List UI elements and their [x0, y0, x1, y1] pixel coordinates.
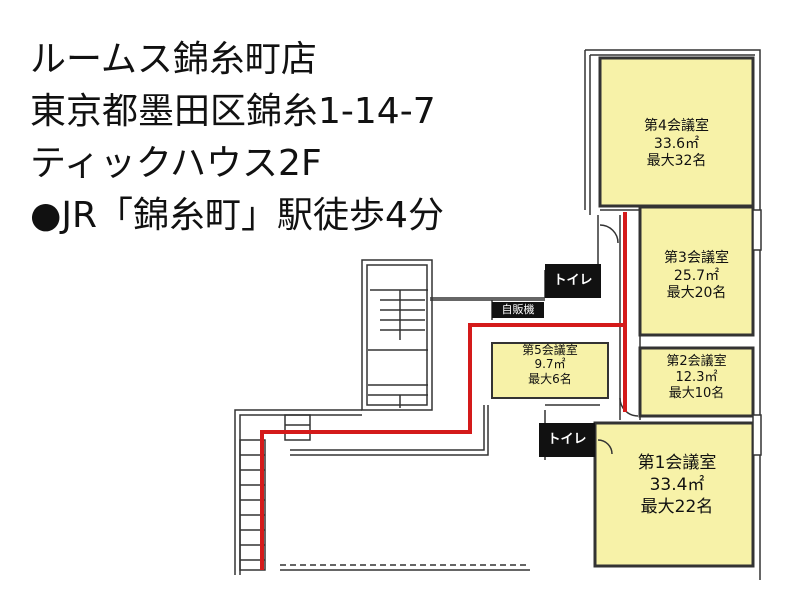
room-3-capacity: 最大20名 [666, 285, 727, 301]
room-1-area-text: 33.4㎡ [649, 475, 705, 496]
room-5-area[interactable] [491, 342, 609, 399]
store-name: ルームス錦糸町店 [30, 39, 317, 80]
room-2-area[interactable] [638, 346, 755, 418]
room-4-label: 第4会議室 33.6㎡ 最大32名 [600, 118, 753, 171]
room-3-area[interactable] [638, 205, 755, 337]
room-4-capacity: 最大32名 [646, 153, 707, 169]
building-floor: ティックハウス2F [30, 143, 322, 184]
room-1-label: 第1会議室 33.4㎡ 最大22名 [602, 452, 752, 518]
room-5-label: 第5会議室 9.7㎡ 最大6名 [492, 343, 608, 386]
room-4-area[interactable] [598, 56, 755, 208]
building-walls [234, 49, 762, 580]
access-info: ●JR「錦糸町」駅徒歩4分 [30, 195, 444, 236]
vending-machine: 自販機 [492, 302, 544, 318]
route-line [260, 212, 627, 570]
room-2-capacity: 最大10名 [668, 385, 725, 401]
room-3-name: 第3会議室 [664, 250, 729, 266]
toilet-lower: トイレ [539, 423, 595, 457]
room-2-area-text: 12.3㎡ [675, 369, 718, 385]
room-4-area-text: 33.6㎡ [653, 135, 700, 152]
toilet-upper: トイレ [545, 264, 601, 298]
room-5-area-text: 9.7㎡ [534, 357, 566, 372]
room-1-capacity: 最大22名 [640, 497, 714, 518]
room-3-label: 第3会議室 25.7㎡ 最大20名 [640, 250, 753, 303]
room-2-label: 第2会議室 12.3㎡ 最大10名 [640, 354, 753, 402]
room-3-area-text: 25.7㎡ [673, 267, 720, 284]
room-4-name: 第4会議室 [644, 118, 709, 134]
room-5-name: 第5会議室 [522, 343, 578, 357]
room-1-area[interactable] [593, 421, 755, 568]
room-1-name: 第1会議室 [637, 453, 717, 473]
header: ルームス錦糸町店 東京都墨田区錦糸1-14-7 ティックハウス2F ●JR「錦糸… [30, 34, 444, 242]
room-2-name: 第2会議室 [666, 354, 727, 369]
room-5-capacity: 最大6名 [528, 371, 572, 386]
address: 東京都墨田区錦糸1-14-7 [30, 91, 436, 132]
